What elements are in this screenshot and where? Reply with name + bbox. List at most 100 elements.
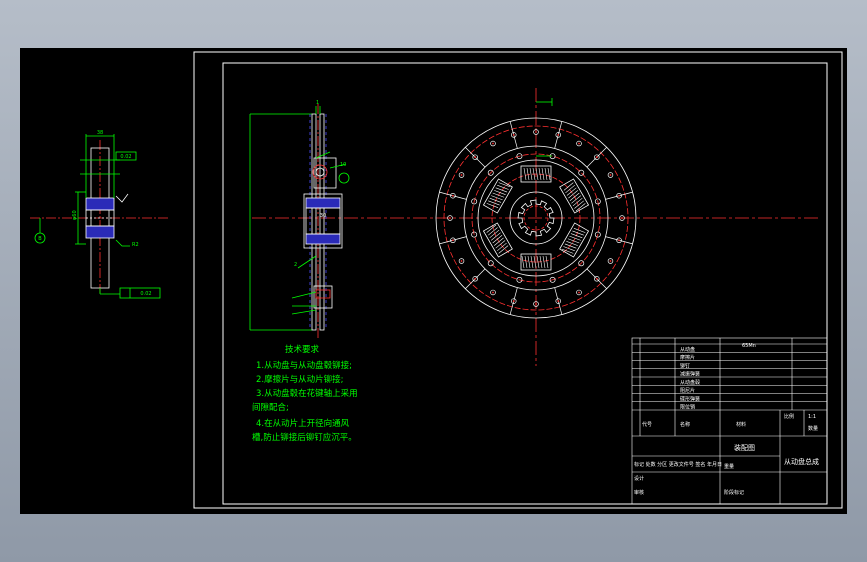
- rivet-center: [535, 303, 537, 305]
- inner-rivet: [471, 231, 478, 238]
- spring-coil: [495, 240, 506, 249]
- section-hub-label: 30: [320, 213, 326, 219]
- spring-coil: [561, 248, 574, 254]
- spring-coil: [492, 192, 505, 198]
- rivet-center: [460, 174, 463, 176]
- section-view: [249, 104, 820, 340]
- spring-coil: [497, 184, 509, 190]
- tb-part-code-header: 代号: [642, 421, 652, 428]
- title-block: [631, 337, 828, 505]
- spring-coil: [572, 230, 584, 236]
- spring-coil: [488, 200, 500, 206]
- rivet-center: [578, 142, 580, 145]
- rivet-center: [609, 260, 612, 262]
- spring-coil: [571, 195, 581, 204]
- damper-spring: [559, 222, 590, 258]
- tb-part-name: 从动盘: [680, 346, 695, 353]
- spring-coil: [524, 255, 528, 269]
- rivet: [576, 289, 582, 296]
- rivet-center: [449, 217, 451, 219]
- disc-hub-circle: [509, 191, 563, 245]
- rivet: [619, 215, 625, 221]
- inner-rivet: [549, 276, 556, 283]
- tech-req-line-4: 间隙配合;: [252, 402, 289, 413]
- disc-hub-flange: [477, 159, 595, 277]
- inner-rivet: [487, 260, 494, 267]
- spring-coil: [547, 167, 551, 181]
- tech-req-heading: 技术要求: [285, 344, 320, 355]
- rivet-center: [595, 277, 598, 280]
- rivet: [447, 215, 453, 221]
- rivet: [450, 192, 456, 199]
- tb-material-header: 材料: [736, 421, 746, 428]
- spring-coil: [568, 190, 578, 199]
- rivet-center: [618, 239, 620, 242]
- rivet-center: [452, 239, 454, 242]
- spring-coil: [536, 255, 540, 269]
- rivet: [458, 172, 465, 178]
- rivet-center: [618, 194, 620, 197]
- inner-rivet: [578, 169, 585, 176]
- rivet-center: [460, 260, 463, 262]
- left-top-width-dim: 38: [97, 130, 103, 136]
- spring-coil: [489, 229, 500, 239]
- spring-window: [559, 222, 590, 258]
- spring-window: [482, 222, 513, 258]
- tb-part-name: 减振弹簧: [680, 371, 700, 378]
- spring-coil: [573, 228, 586, 233]
- spring-coil: [491, 195, 503, 201]
- tb-weight-label: 重量: [724, 463, 734, 470]
- rivet-center: [557, 134, 560, 136]
- rivet-center: [595, 156, 598, 159]
- rivet: [510, 298, 517, 304]
- tech-req-line-5: 4.在从动片上开径向通风: [256, 418, 350, 429]
- spring-coil: [486, 203, 499, 208]
- spring-coil: [574, 200, 584, 209]
- spring-coil: [542, 255, 546, 269]
- spring-coil: [498, 245, 509, 254]
- spring-coil: [575, 203, 586, 212]
- tb-name-header: 名称: [680, 421, 690, 428]
- title-block-text: 代号 名称 材料 比例 1:1 数量 装配图 从动盘总成 65Mn 标记 处数 …: [634, 343, 819, 496]
- spring-coil: [495, 187, 508, 193]
- rivet: [555, 132, 562, 138]
- section-top-leader: 1: [316, 100, 319, 106]
- rivet-center: [474, 156, 477, 159]
- rivet-center: [512, 300, 515, 302]
- inner-rivet: [516, 153, 523, 160]
- rivet: [594, 154, 600, 160]
- outer-sheet-border: [193, 51, 843, 509]
- spring-coil: [527, 255, 531, 269]
- tb-drawing-title: 从动盘总成: [784, 457, 819, 466]
- rivet-center: [474, 277, 477, 280]
- spring-coil: [569, 192, 580, 201]
- disc-inner-facing-circle: [463, 145, 609, 291]
- inner-rivet: [594, 231, 601, 238]
- rivet: [472, 276, 478, 282]
- section-balloon-lower: 2: [294, 262, 297, 268]
- tech-req-line-3: 3.从动盘毂在花键轴上采用: [256, 388, 358, 399]
- left-tolerance-frame: 0.02: [120, 154, 131, 160]
- rivet: [472, 154, 478, 160]
- damper-spring: [559, 178, 590, 214]
- spring-coil: [566, 187, 577, 196]
- drawing-sheet: 38 0.02 φ60 R2 B 0.02: [30, 51, 843, 509]
- tb-approval-label: 审核: [634, 489, 644, 496]
- spring-coil: [494, 190, 506, 195]
- disc-rivet-circle: [471, 153, 601, 283]
- spring-coil: [541, 167, 545, 181]
- spring-coil: [539, 255, 543, 269]
- spring-coil: [488, 227, 498, 236]
- spring-coil: [532, 167, 536, 181]
- inner-rivet: [594, 198, 601, 205]
- spring-coil: [497, 242, 507, 252]
- rivet: [533, 129, 539, 135]
- spring-coil: [529, 167, 533, 181]
- tb-part-name: 从动盘毂: [680, 379, 700, 386]
- hub-spline: [517, 199, 555, 237]
- rivet-center: [578, 291, 580, 294]
- spring-coil: [567, 238, 580, 244]
- spring-coil: [530, 255, 534, 269]
- tb-part-name: 铆钉: [680, 362, 690, 369]
